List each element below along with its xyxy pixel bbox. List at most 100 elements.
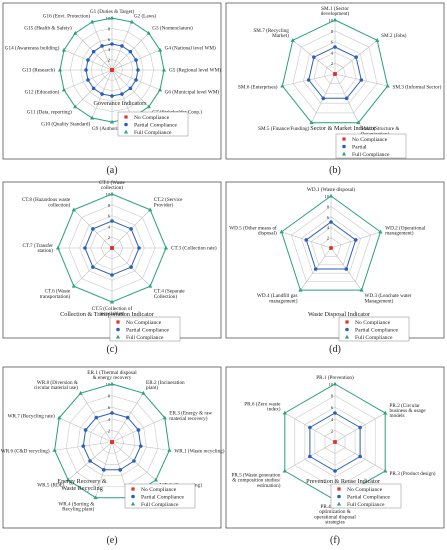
- grid-ring: [300, 216, 362, 274]
- data-point-full: [57, 415, 62, 420]
- axis-label: WR.6 (C&D recycling): [1, 447, 50, 454]
- legend-marker-partial: [345, 327, 349, 332]
- tick-label: 6: [331, 40, 334, 45]
- data-point-partial: [86, 78, 90, 82]
- data-point-full: [109, 381, 115, 386]
- data-point-partial: [134, 78, 138, 82]
- tick-label: 8: [108, 394, 111, 399]
- data-point-full: [129, 19, 134, 24]
- legend-marker-partial: [116, 327, 120, 332]
- tick-label: 2: [108, 58, 110, 63]
- series-line-full: [281, 19, 389, 124]
- data-point-full: [279, 229, 284, 234]
- data-point-no: [333, 440, 337, 444]
- data-point-full: [55, 245, 61, 250]
- chart-title: Prevention & Reuse Indicator: [306, 478, 380, 485]
- data-point-partial: [137, 246, 141, 250]
- data-point-full: [90, 115, 95, 120]
- legend-marker-partial: [131, 494, 135, 499]
- axis-label: SM.6 (Enterprises): [238, 84, 278, 91]
- data-point-full: [141, 390, 146, 395]
- tick-label: 4: [331, 50, 334, 55]
- axis-label: WD.1 (Waste disposal): [307, 186, 355, 193]
- data-point-full: [328, 193, 334, 198]
- data-point-no: [110, 68, 114, 72]
- data-point-partial: [86, 58, 90, 62]
- data-point-full: [282, 468, 287, 473]
- data-point-full: [153, 477, 158, 482]
- data-point-partial: [329, 220, 333, 224]
- data-point-full: [52, 447, 57, 452]
- grid-ring: [65, 395, 159, 487]
- data-point-partial: [313, 267, 318, 271]
- data-point-partial: [312, 55, 316, 59]
- legend-marker-no: [337, 487, 341, 491]
- legend-marker-full: [344, 334, 350, 339]
- axis-label: G14 (Awareness building): [5, 45, 60, 52]
- axis-label: PR.3 (Product design): [390, 470, 436, 477]
- legend-label-partial: Partial Compliance: [141, 495, 185, 501]
- chart-title: Goverance Indicators: [93, 100, 147, 107]
- data-point-partial: [125, 415, 130, 420]
- grid-ring: [303, 41, 367, 104]
- data-point-partial: [129, 265, 133, 269]
- data-point-full: [298, 287, 303, 292]
- panel-frame-d: [225, 181, 445, 339]
- grid-ring: [77, 406, 147, 476]
- data-point-partial: [91, 86, 96, 91]
- panel-frame-f: [225, 366, 445, 529]
- legend-box: [330, 483, 402, 509]
- legend-box: [335, 133, 407, 159]
- tick-label: 6: [108, 405, 111, 410]
- data-point-full: [71, 283, 76, 288]
- series-line-partial: [308, 46, 362, 99]
- data-point-partial: [333, 411, 337, 415]
- data-point-full: [163, 245, 169, 250]
- legend-label-no: No Compliance: [134, 115, 170, 121]
- tick-label: 10: [106, 192, 111, 197]
- axis-label: G16 (Envi. Protection): [43, 12, 91, 19]
- legend-marker-full: [115, 334, 121, 339]
- data-point-full: [280, 83, 285, 88]
- axis-label: G11 (Data, reporting): [27, 108, 72, 115]
- tick-label: 6: [331, 405, 334, 410]
- axis-label: PR.5 (Waste generation& composition stud…: [231, 472, 281, 489]
- legend-label-full: Full Compliance: [134, 130, 172, 136]
- tick-label: 4: [327, 225, 330, 230]
- legend-label-partial: Partial Compliance: [347, 495, 391, 501]
- data-point-full: [290, 38, 295, 42]
- axis-label: G9 (Authorization): [92, 125, 132, 132]
- data-point-partial: [110, 94, 114, 98]
- data-point-full: [359, 287, 364, 292]
- chart-title: Waste Disposal Indicator: [308, 311, 370, 318]
- series-line-full: [280, 195, 382, 291]
- legend-label-full: Full Compliance: [347, 502, 385, 508]
- data-point-partial: [110, 42, 114, 46]
- series-line-full: [54, 383, 170, 499]
- legend-marker-no: [345, 320, 349, 324]
- axis-label: G3 (Nomenclature): [152, 25, 193, 32]
- data-point-partial: [344, 96, 349, 101]
- axis-label: G15 (Health & Safety): [24, 25, 72, 32]
- data-point-full: [61, 87, 67, 92]
- data-point-full: [332, 17, 338, 22]
- data-point-full: [61, 47, 67, 52]
- data-point-partial: [308, 454, 312, 459]
- tick-label: 4: [108, 47, 111, 52]
- data-point-partial: [120, 92, 124, 96]
- data-point-full: [109, 191, 115, 196]
- tick-label: 10: [106, 382, 111, 387]
- axis-label: G5 (Regional level WM): [169, 67, 221, 74]
